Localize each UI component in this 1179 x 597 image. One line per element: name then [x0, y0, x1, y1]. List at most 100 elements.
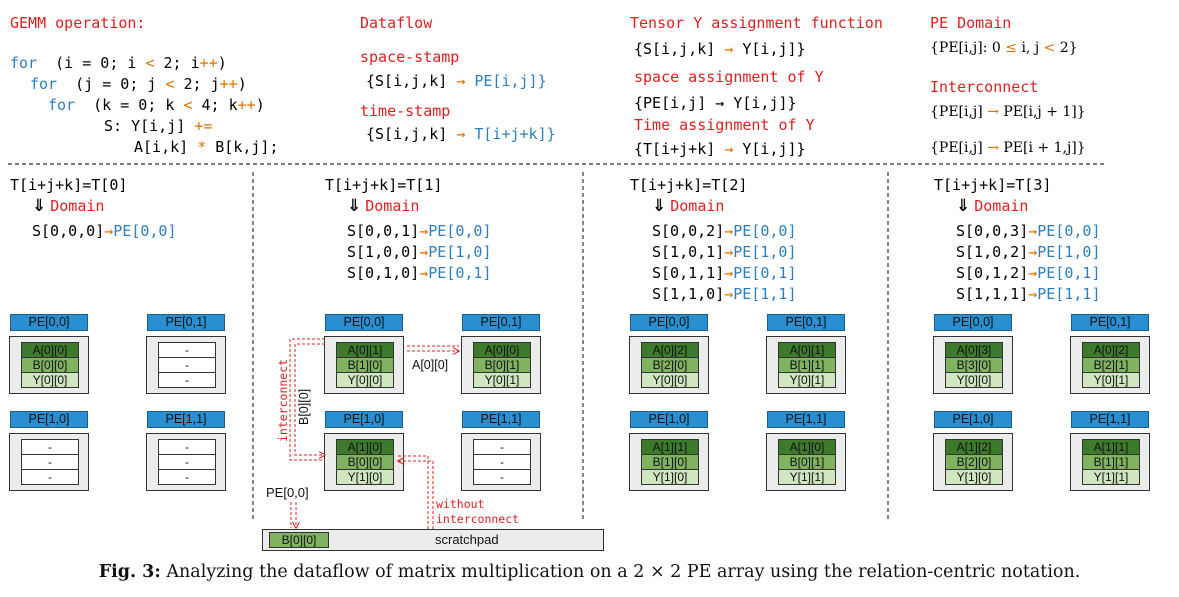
time-step-label: T[i+j+k]=T[2]: [630, 176, 748, 194]
a-register: A[1][0]: [336, 439, 394, 455]
arrow-right-icon: →: [419, 222, 429, 240]
pe-box: ---: [9, 433, 89, 491]
gemm-title: GEMM operation:: [10, 14, 146, 32]
statement-instance: S[0,1,0]: [347, 264, 420, 282]
pe-box: A[1][2]B[2][0]Y[1][0]: [933, 433, 1013, 491]
domain-arrow: ⇓Domain: [32, 196, 104, 216]
y-register: Y[1][1]: [1082, 469, 1140, 485]
pe-label: PE[1,0]: [934, 411, 1012, 428]
statement-instance: S[0,0,2]: [652, 222, 725, 240]
pe-label: PE[0,1]: [767, 314, 845, 331]
arrow-right-icon: →: [987, 104, 999, 120]
statement-instance: S[0,0,3]: [956, 222, 1029, 240]
pe-box: A[1][0]B[0][0]Y[1][0]: [324, 433, 404, 491]
pe-label: PE[1,1]: [1071, 411, 1149, 428]
pe-label: PE[0,1]: [147, 314, 225, 331]
pe-target: PE[1,0]: [733, 243, 797, 261]
statement-instance: S[0,0,1]: [347, 222, 420, 240]
statement-instance: S[1,0,1]: [652, 243, 725, 261]
caption-prefix: Fig. 3:: [98, 562, 161, 582]
space-assignment-title: space assignment of Y: [634, 68, 824, 86]
pe-box: A[0][2]B[2][1]Y[0][1]: [1070, 336, 1150, 394]
pe-domain-title: PE Domain: [930, 14, 1012, 32]
mapping-row: S[0,1,0]→PE[0,1]: [347, 264, 492, 282]
time-step-label: T[i+j+k]=T[0]: [10, 176, 128, 194]
pe-box: A[0][0]B[0][1]Y[0][1]: [461, 336, 541, 394]
arrow-right-icon: →: [724, 140, 734, 158]
statement-instance: S[0,1,2]: [956, 264, 1029, 282]
arrow-right-icon: →: [1028, 264, 1038, 282]
pe-box: ---: [461, 433, 541, 491]
mapping-row: S[0,0,1]→PE[0,0]: [347, 222, 492, 240]
y-register: Y[0][0]: [641, 372, 699, 388]
b-register: B[2][0]: [641, 357, 699, 373]
double-down-arrow-icon: ⇓: [956, 196, 971, 216]
pe-label: PE[0,0]: [630, 314, 708, 331]
space-stamp-relation: {S[i,j,k] → PE[i,j]}: [366, 72, 547, 90]
mapping-row: S[1,0,1]→PE[1,0]: [652, 243, 797, 261]
a-register: A[0][1]: [778, 342, 836, 358]
arrow-right-icon: →: [1028, 222, 1038, 240]
tensor-y-title: Tensor Y assignment function: [630, 14, 883, 32]
pe-label: PE[0,1]: [1071, 314, 1149, 331]
pe-label: PE[0,1]: [462, 314, 540, 331]
arrow-right-icon: →: [724, 243, 734, 261]
loop-line-1: for (i = 0; i < 2; i++): [10, 54, 227, 72]
domain-arrow: ⇓Domain: [347, 196, 419, 216]
arrow-right-icon: →: [724, 222, 734, 240]
a-flow-label: A[0][0]: [412, 358, 449, 372]
domain-label: Domain: [974, 197, 1029, 215]
y-register: Y[0][0]: [21, 372, 79, 388]
pe-label: PE[1,0]: [630, 411, 708, 428]
b-register: B[0][0]: [336, 454, 394, 470]
scratchpad-cell: B[0][0]: [269, 532, 329, 548]
y-register: -: [158, 372, 216, 388]
time-stamp-relation: {S[i,j,k] → T[i+j+k]}: [366, 125, 556, 143]
pe-box: A[0][2]B[2][0]Y[0][0]: [629, 336, 709, 394]
domain-arrow: ⇓Domain: [652, 196, 724, 216]
arrow-right-icon: →: [724, 40, 734, 58]
y-register: Y[0][0]: [336, 372, 394, 388]
a-register: A[0][1]: [336, 342, 394, 358]
pe-target: PE[0,0]: [113, 222, 177, 240]
arrow-right-icon: →: [987, 140, 999, 156]
domain-label: Domain: [50, 197, 105, 215]
y-register: Y[0][0]: [945, 372, 1003, 388]
pe-target: PE[0,1]: [1037, 264, 1101, 282]
pe-target: PE[0,0]: [1037, 222, 1101, 240]
pe-box: ---: [146, 433, 226, 491]
statement-line-1: S: Y[i,j] +=: [104, 117, 213, 135]
y-register: Y[1][0]: [945, 469, 1003, 485]
less-than-icon: <: [1043, 40, 1056, 56]
pe-target: PE[0,0]: [428, 222, 492, 240]
statement-line-2: A[i,k] * B[k,j];: [134, 138, 279, 156]
arrow-right-icon: →: [1028, 285, 1038, 303]
y-register: Y[1][0]: [641, 469, 699, 485]
scratchpad-down-arrow: [290, 502, 296, 528]
time-stamp-title: time-stamp: [360, 102, 451, 120]
pe-domain-relation: {PE[i,j]: 0 ≤ i, j < 2}: [930, 40, 1078, 56]
arrow-right-icon: →: [456, 125, 466, 143]
domain-label: Domain: [365, 197, 420, 215]
pe-target: PE[1,1]: [1037, 285, 1101, 303]
without-label-1: without: [436, 497, 485, 511]
statement-instance: S[0,1,1]: [652, 264, 725, 282]
pe00-source-label: PE[0,0]: [266, 485, 309, 500]
mapping-row: S[1,0,0]→PE[1,0]: [347, 243, 492, 261]
y-register: -: [158, 469, 216, 485]
y-register: Y[0][1]: [778, 372, 836, 388]
pe-box: A[1][0]B[0][1]Y[1][1]: [766, 433, 846, 491]
a-register: A[0][2]: [1082, 342, 1140, 358]
arrow-right-icon: →: [419, 243, 429, 261]
statement-instance: S[1,0,2]: [956, 243, 1029, 261]
pe-target: PE[0,0]: [733, 222, 797, 240]
arrow-right-icon: →: [1028, 243, 1038, 261]
pe-target: PE[1,0]: [1037, 243, 1101, 261]
pe-box: ---: [146, 336, 226, 394]
dataflow-title: Dataflow: [360, 14, 433, 32]
space-stamp-title: space-stamp: [360, 48, 460, 66]
loop-line-3: for (k = 0; k < 4; k++): [48, 96, 265, 114]
pe-label: PE[0,0]: [934, 314, 1012, 331]
